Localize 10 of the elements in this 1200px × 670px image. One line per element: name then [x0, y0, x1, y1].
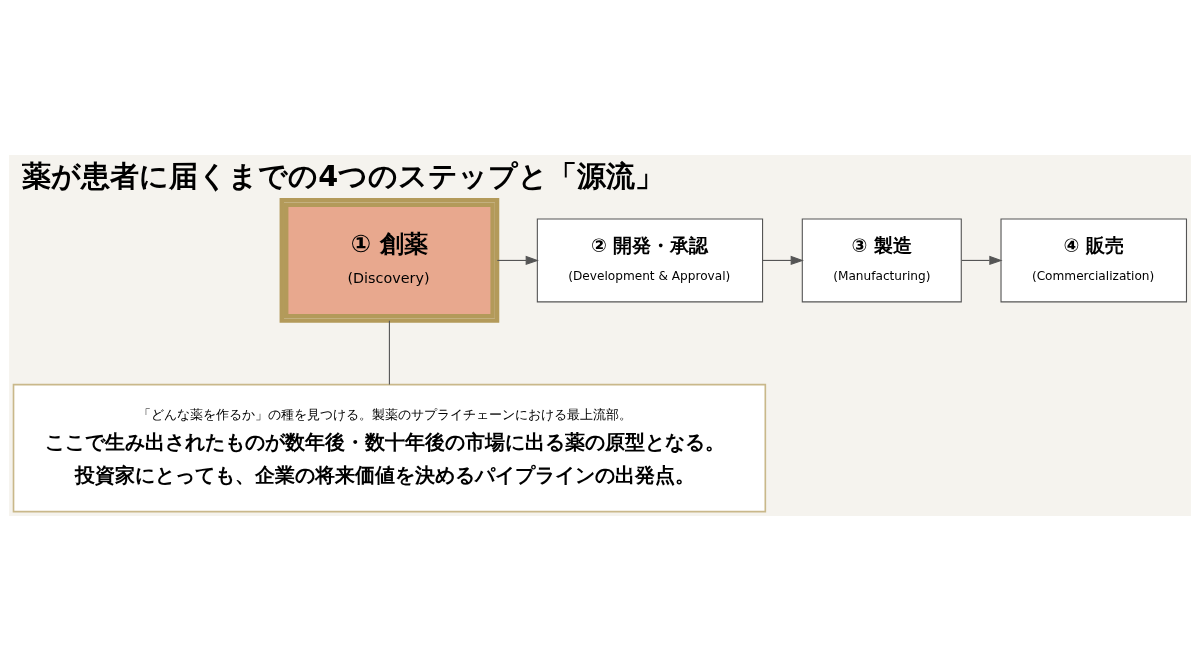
node-box: 「どんな薬を作るか」の種を見つける。製薬のサプライチェーンにおける最上流部。 ここで生み出されたものが数年後・数十年後の市場に出る薬の原型となる。 投資家にとっても、企業の将来価値を決めるパイプラインの出発点。 [12, 383, 767, 512]
arrow [961, 255, 1003, 265]
node-box: ② 開発・承認 (Development & Approval) [536, 218, 764, 302]
arrow [496, 255, 539, 265]
diagram-title: 薬が患者に届くまでの4つのステップと「源流」 [22, 158, 665, 193]
node-box: ③ 製造 (Manufacturing) [801, 218, 962, 302]
arrow [762, 255, 804, 265]
node-box: ① 創薬 (Discovery) [279, 197, 500, 323]
node-box: ④ 販売 (Commercialization) [1000, 218, 1188, 302]
connector [388, 319, 390, 385]
